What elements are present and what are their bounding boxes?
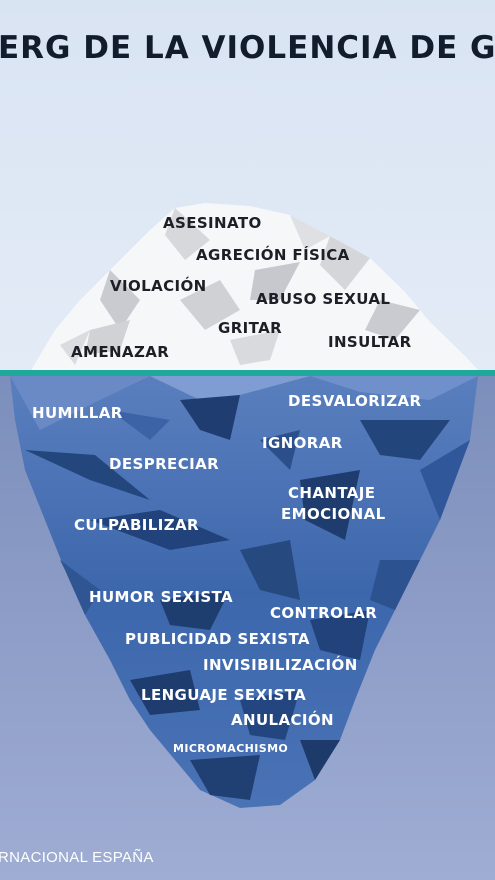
label-chantaje: CHANTAJE xyxy=(288,484,376,502)
label-asesinato: ASESINATO xyxy=(163,214,262,232)
label-amenazar: AMENAZAR xyxy=(71,343,170,361)
label-insultar: INSULTAR xyxy=(328,333,412,351)
label-controlar: CONTROLAR xyxy=(270,604,378,622)
label-abuso-sexual: ABUSO SEXUAL xyxy=(256,290,391,308)
label-culpabilizar: CULPABILIZAR xyxy=(74,516,199,534)
label-anulacion: ANULACIÓN xyxy=(231,711,335,729)
label-humillar: HUMILLAR xyxy=(32,404,123,422)
label-despreciar: DESPRECIAR xyxy=(109,455,220,473)
label-invisibilizacion: INVISIBILIZACIÓN xyxy=(203,656,358,674)
label-publicidad-sexista: PUBLICIDAD SEXISTA xyxy=(125,630,310,648)
iceberg-submerged xyxy=(10,376,478,808)
label-emocional: EMOCIONAL xyxy=(281,505,386,523)
label-lenguaje-sexista: LENGUAJE SEXISTA xyxy=(141,686,307,704)
waterline xyxy=(0,370,495,376)
page-title: ERG DE LA VIOLENCIA DE G xyxy=(0,30,495,66)
label-gritar: GRITAR xyxy=(218,319,283,337)
label-humor-sexista: HUMOR SEXISTA xyxy=(89,588,234,606)
iceberg-tip xyxy=(30,203,480,372)
label-violacion: VIOLACIÓN xyxy=(110,277,207,295)
footer-credit: RNACIONAL ESPAÑA xyxy=(0,849,154,866)
label-ignorar: IGNORAR xyxy=(262,434,343,452)
label-desvalorizar: DESVALORIZAR xyxy=(288,392,422,410)
label-micromachismo: MICROMACHISMO xyxy=(173,742,289,755)
label-agrecion-fisica: AGRECIÓN FÍSICA xyxy=(196,246,350,264)
